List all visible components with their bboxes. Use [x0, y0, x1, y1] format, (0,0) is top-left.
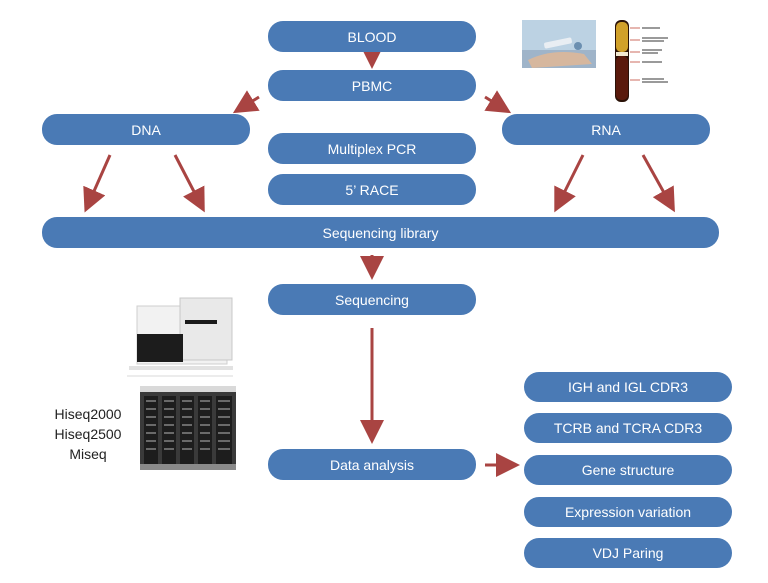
sequencer-list: Hiseq2000 Hiseq2500 Miseq [28, 404, 148, 464]
output-expression-variation: Expression variation [524, 497, 732, 527]
sequencer-label: Miseq [69, 446, 107, 462]
node-sequencing-library: Sequencing library [42, 217, 719, 248]
blood-draw-photo [522, 20, 596, 68]
node-dna: DNA [42, 114, 250, 145]
arrow-pbmc-rna [484, 90, 512, 114]
arrow-dna-library-left [83, 154, 112, 213]
arrow-rna-library-right [641, 154, 675, 213]
output-tcrb-tcra-cdr3: TCRB and TCRA CDR3 [524, 413, 732, 443]
arrow-rna-library-left [554, 154, 585, 213]
arrow-pbmc-dna [232, 90, 260, 114]
output-vdj-paring: VDJ Paring [524, 538, 732, 568]
output-gene-structure: Gene structure [524, 455, 732, 485]
node-pbmc: PBMC [268, 70, 476, 101]
sequencer-label: Hiseq2500 [54, 426, 122, 442]
sequencer-machine-photo [125, 294, 235, 378]
output-igh-igl-cdr3: IGH and IGL CDR3 [524, 372, 732, 402]
node-multiplex-pcr: Multiplex PCR [268, 133, 476, 164]
node-sequencing: Sequencing [268, 284, 476, 315]
node-5-race: 5’ RACE [268, 174, 476, 205]
sequencer-label: Hiseq2000 [54, 406, 122, 422]
sequencer-cluster-photo [140, 386, 236, 470]
blood-tube-photo [608, 18, 672, 104]
node-data-analysis: Data analysis [268, 449, 476, 480]
node-rna: RNA [502, 114, 710, 145]
arrow-dna-library-right [173, 154, 205, 213]
node-blood: BLOOD [268, 21, 476, 52]
